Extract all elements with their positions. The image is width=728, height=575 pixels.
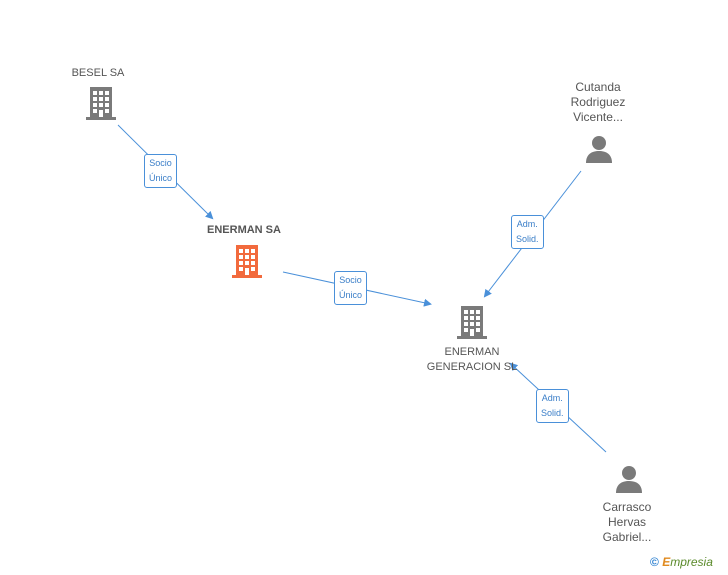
- brand-name: mpresia: [670, 555, 713, 569]
- edge-label-line2: Único: [149, 173, 173, 183]
- edge-label-line1: Adm.: [541, 393, 563, 403]
- enerman-generacion-line2: GENERACION SL: [426, 361, 518, 373]
- edge-label-besel-socio-unico[interactable]: Socio Único: [144, 154, 178, 188]
- cutanda-line3: Vicente...: [573, 110, 623, 124]
- edge-label-cutanda-adm-solid[interactable]: Adm. Solid.: [511, 215, 544, 249]
- carrasco-line3: Gabriel...: [602, 530, 652, 544]
- node-label-besel[interactable]: BESEL SA: [50, 66, 146, 81]
- copyright-symbol: ©: [650, 555, 659, 569]
- empresia-logo: © Empresia: [650, 555, 713, 569]
- person-icon[interactable]: [614, 464, 644, 494]
- node-label-cutanda[interactable]: Cutanda Rodriguez Vicente...: [548, 80, 648, 125]
- building-icon-highlighted[interactable]: [230, 243, 264, 279]
- edge-label-line1: Socio: [339, 275, 362, 285]
- edge-label-line2: Único: [339, 290, 363, 300]
- enerman-sa-label: ENERMAN SA: [207, 224, 281, 236]
- cutanda-line1: Cutanda: [575, 80, 621, 94]
- node-label-enerman-generacion[interactable]: ENERMAN GENERACION SL: [412, 345, 532, 375]
- edge-label-line1: Socio: [149, 158, 172, 168]
- edge-label-line2: Solid.: [516, 234, 539, 244]
- person-icon[interactable]: [584, 134, 614, 164]
- enerman-generacion-line1: ENERMAN: [444, 346, 500, 358]
- brand-initial: E: [662, 555, 671, 569]
- edge-label-carrasco-adm-solid[interactable]: Adm. Solid.: [536, 389, 569, 423]
- building-icon[interactable]: [84, 85, 118, 121]
- carrasco-line2: Hervas: [607, 515, 646, 529]
- edge-label-enerman-socio-unico[interactable]: Socio Único: [334, 271, 368, 305]
- building-icon[interactable]: [455, 304, 489, 340]
- node-label-carrasco[interactable]: Carrasco Hervas Gabriel...: [577, 500, 677, 545]
- carrasco-line1: Carrasco: [602, 500, 652, 514]
- cutanda-line2: Rodriguez: [570, 95, 626, 109]
- edge-label-line1: Adm.: [516, 219, 538, 229]
- edge-label-line2: Solid.: [541, 408, 564, 418]
- node-label-enerman-sa[interactable]: ENERMAN SA: [194, 223, 294, 238]
- besel-label: BESEL SA: [71, 67, 125, 79]
